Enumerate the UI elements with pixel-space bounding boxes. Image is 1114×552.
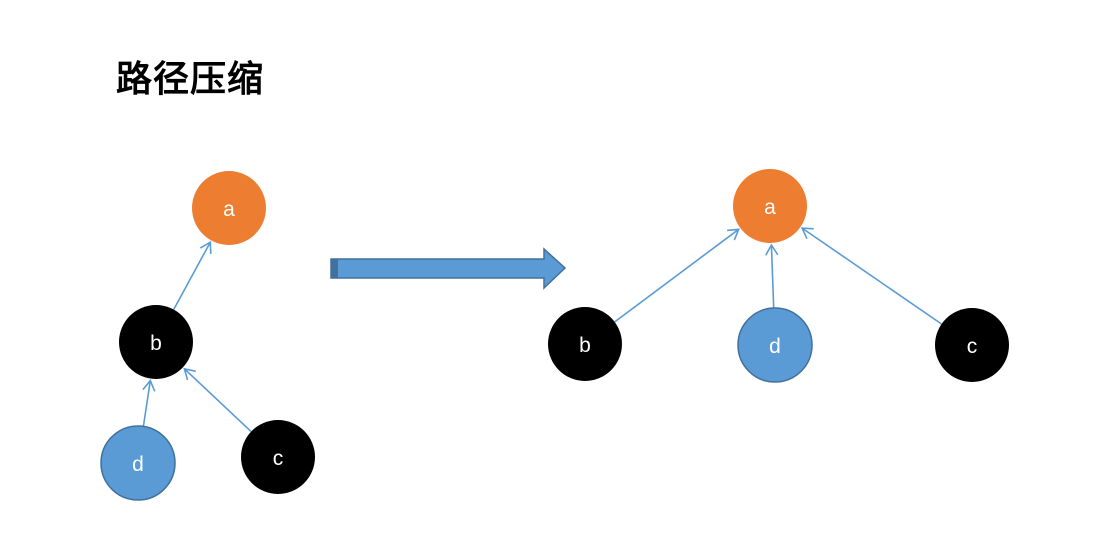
after-node-b-circle (548, 307, 622, 381)
transform-arrow (330, 247, 567, 290)
before-node-c: c (241, 420, 315, 494)
before-node-c-circle (241, 420, 315, 494)
after-node-c-circle (935, 308, 1009, 382)
before-node-d: d (100, 425, 176, 501)
after-node-b: b (548, 307, 622, 381)
before-edge-b-to-a (172, 240, 212, 310)
before-node-b-label: b (150, 332, 162, 355)
page-title: 路径压缩 (116, 59, 265, 100)
before-node-b-circle (119, 305, 193, 379)
after-node-d-circle (737, 307, 813, 383)
after-node-c-label: c (967, 335, 978, 358)
after-node-d: d (737, 307, 813, 383)
before-node-a-circle (192, 171, 266, 245)
after-node-a-label: a (764, 196, 776, 219)
after-edge-c-to-a (800, 227, 942, 325)
after-edge-d-to-a (765, 243, 779, 309)
before-nodes: a b c d (100, 171, 315, 501)
before-edge-c-to-b (183, 367, 252, 433)
after-edge-b-to-a (614, 228, 740, 323)
after-node-a: a (733, 169, 807, 243)
after-node-d-label: d (769, 335, 781, 358)
after-tree: a b c d (548, 169, 1009, 383)
before-edge-d-to-b (142, 379, 156, 427)
before-edges (142, 240, 252, 433)
after-edges (614, 227, 942, 325)
after-node-a-circle (733, 169, 807, 243)
after-node-b-label: b (579, 334, 591, 357)
before-node-d-label: d (132, 453, 144, 476)
after-node-c: c (935, 308, 1009, 382)
before-node-b: b (119, 305, 193, 379)
before-node-a: a (192, 171, 266, 245)
before-node-d-circle (100, 425, 176, 501)
before-node-a-label: a (223, 198, 235, 221)
before-node-c-label: c (273, 447, 284, 470)
before-tree: a b c d (100, 171, 315, 501)
after-nodes: a b c d (548, 169, 1009, 383)
